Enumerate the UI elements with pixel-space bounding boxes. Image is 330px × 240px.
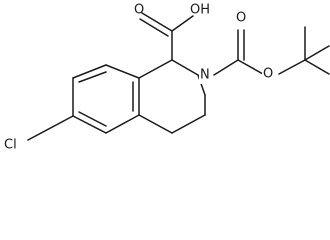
boc-group bbox=[213, 26, 330, 76]
benzene-ring bbox=[72, 64, 140, 134]
label-nitrogen: N bbox=[200, 68, 210, 83]
carboxylic-acid-group bbox=[139, 12, 194, 61]
label-acid-carbonyl-o: O bbox=[134, 3, 144, 18]
chemical-structure: OH O N O O Cl bbox=[4, 3, 330, 153]
piperidine-ring bbox=[138, 59, 206, 134]
label-boc-carbonyl-o: O bbox=[236, 11, 246, 26]
label-oh: OH bbox=[190, 3, 210, 18]
chloro-bond bbox=[27, 115, 74, 141]
label-ester-o: O bbox=[263, 67, 273, 82]
label-chlorine: Cl bbox=[4, 138, 17, 153]
